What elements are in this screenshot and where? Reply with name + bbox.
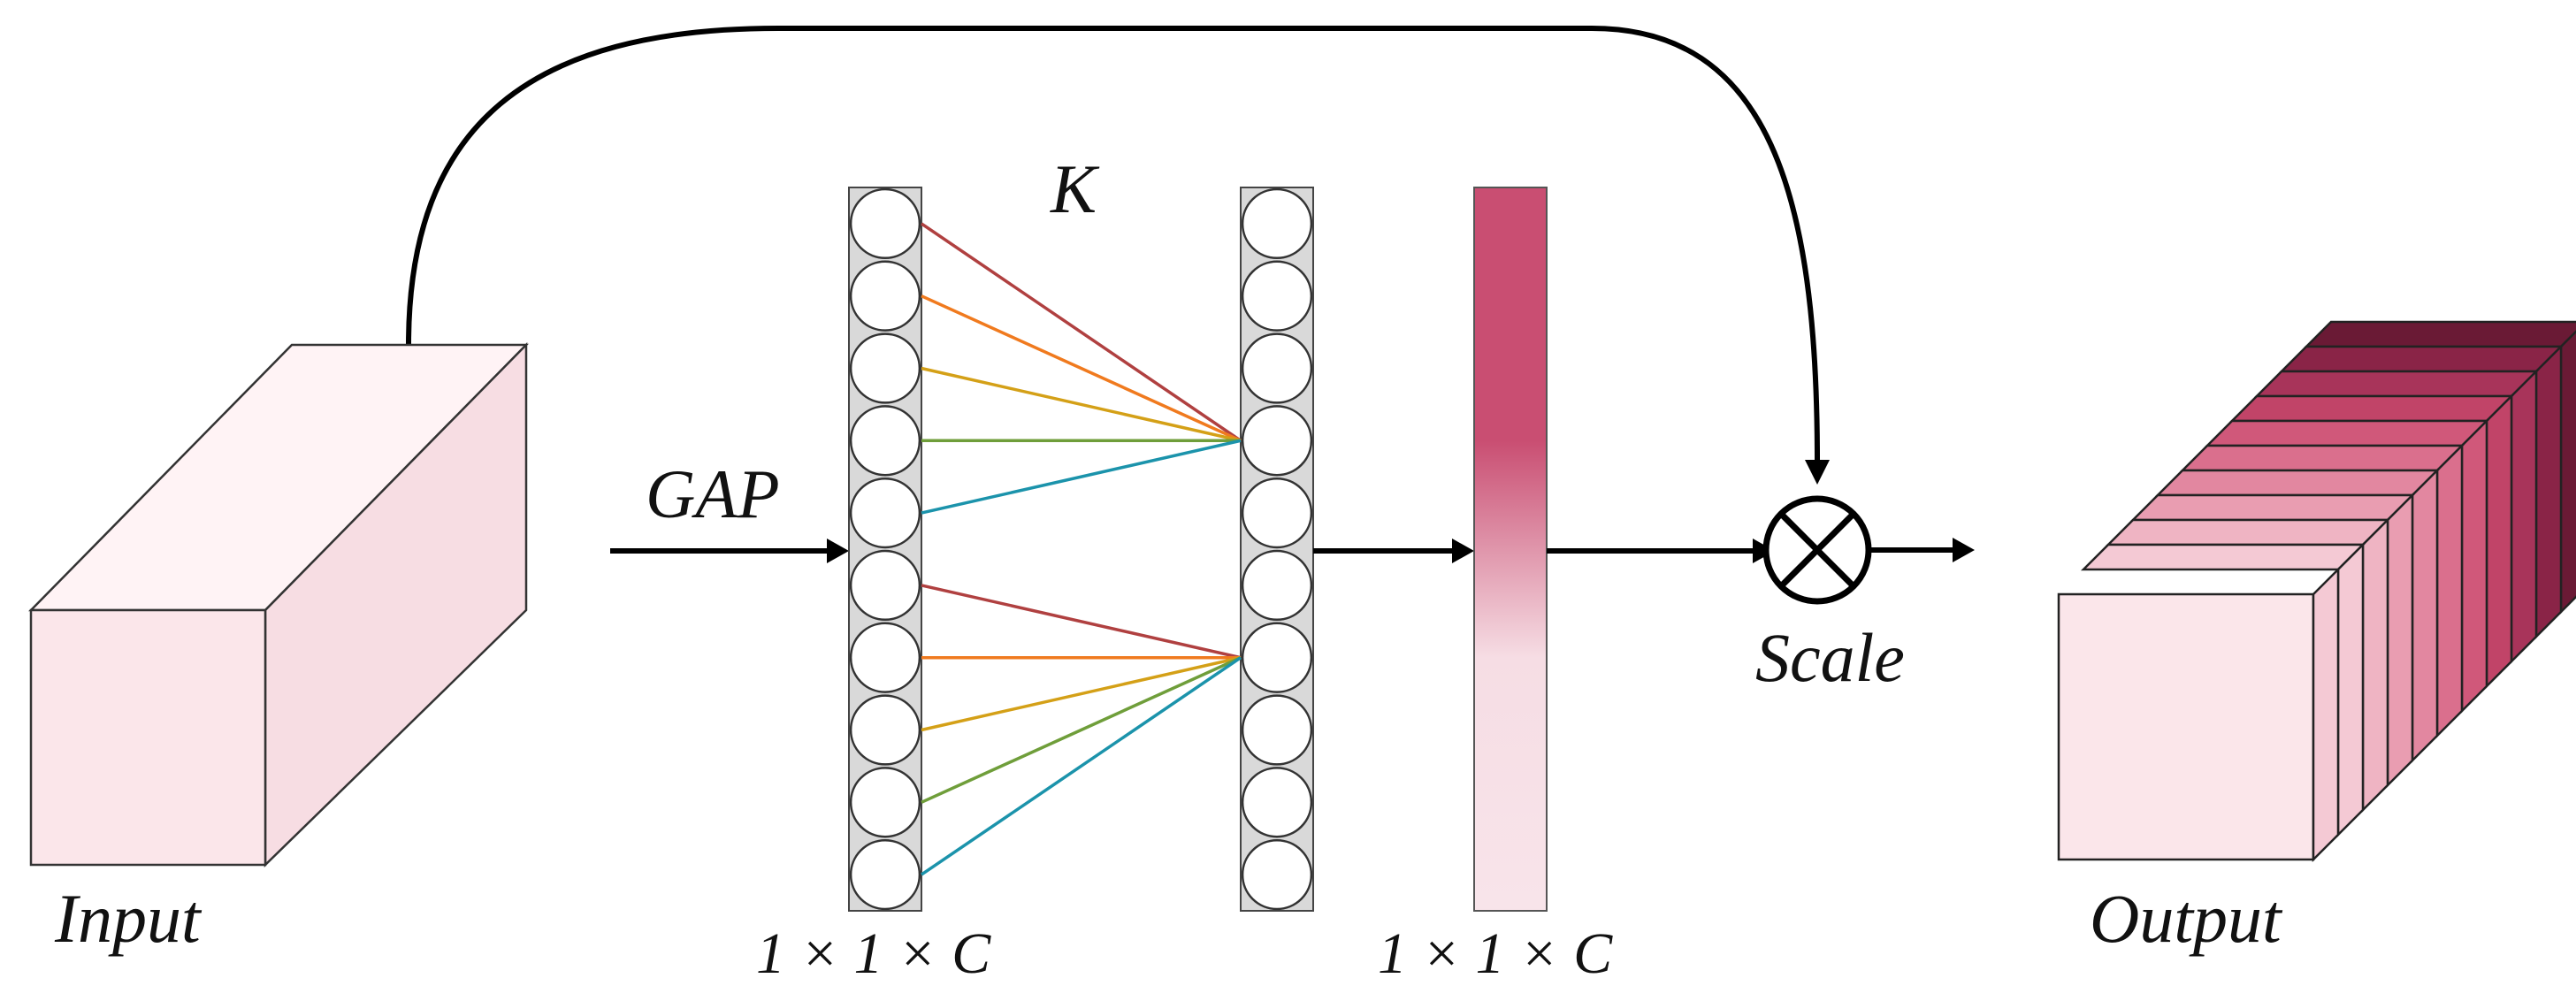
- kernel-connection-line: [921, 366, 1242, 443]
- left-node: [849, 694, 921, 766]
- output-slice-top: [2253, 370, 2540, 398]
- output-slice-top: [2080, 543, 2366, 571]
- kernel-label: K: [1050, 150, 1100, 227]
- left-node: [849, 477, 921, 549]
- right-node: [1241, 767, 1313, 838]
- output-slice-side: [2435, 442, 2464, 739]
- left-node: [849, 187, 921, 260]
- left-node-column: [848, 187, 922, 912]
- kernel-connection-line: [921, 656, 1242, 876]
- output-slice-side: [2312, 566, 2340, 863]
- right-node: [1241, 694, 1313, 766]
- right-node: [1241, 549, 1313, 622]
- output-slice-top: [2204, 419, 2490, 447]
- kernel-connections: [921, 222, 1242, 876]
- output-slice-side: [2510, 368, 2538, 665]
- right-node: [1241, 622, 1313, 693]
- input-label: Input: [54, 880, 203, 957]
- right-node-column: [1240, 187, 1314, 912]
- left-node: [849, 332, 921, 404]
- output-slice-side: [2361, 516, 2389, 814]
- output-front-face: [2057, 592, 2315, 861]
- right-node: [1241, 187, 1313, 260]
- kernel-connection-line: [921, 656, 1242, 804]
- arrow-right-icon: [1953, 538, 1975, 562]
- left-node: [849, 405, 921, 477]
- gap-arrowhead: [827, 539, 849, 563]
- input-front-face: [29, 608, 267, 867]
- output-slice-side: [2534, 343, 2563, 640]
- kernel-connection-line: [921, 294, 1242, 442]
- scale-label: Scale: [1755, 619, 1905, 696]
- output-slice-top: [2303, 320, 2576, 348]
- right-node: [1241, 260, 1313, 332]
- output-slice-side: [2411, 467, 2439, 764]
- output-slice-side: [2485, 393, 2513, 690]
- kernel-connection-line: [921, 584, 1242, 660]
- right-node: [1241, 332, 1313, 404]
- kernel-connection-line: [921, 222, 1242, 442]
- output-slice-side: [2336, 541, 2365, 838]
- output-slice-side: [2559, 330, 2576, 615]
- circle-times-icon: [1762, 495, 1872, 605]
- output-slice-top: [2154, 469, 2441, 497]
- output-slice-top: [2129, 493, 2416, 522]
- gap-label: GAP: [646, 455, 780, 532]
- output-label: Output: [2090, 880, 2283, 957]
- skip-connection: [406, 26, 1820, 461]
- right-node: [1241, 405, 1313, 477]
- right-dimension-label: 1 × 1 × C: [1378, 921, 1613, 986]
- right-node: [1241, 477, 1313, 549]
- left-node: [849, 260, 921, 332]
- attention-weight-bar: [1473, 187, 1548, 912]
- left-node: [849, 622, 921, 693]
- left-node: [849, 767, 921, 838]
- output-slice-top: [2105, 518, 2391, 546]
- kernel-connection-line: [921, 439, 1242, 515]
- output-slice-top: [2228, 394, 2515, 423]
- output-slice-top: [2278, 345, 2565, 373]
- fc-arrowhead: [1452, 539, 1474, 563]
- input-tensor: [28, 341, 529, 867]
- left-dimension-label: 1 × 1 × C: [756, 921, 991, 986]
- output-tensor: [2057, 320, 2576, 863]
- output-slice-side: [2460, 417, 2488, 714]
- left-node: [849, 549, 921, 622]
- output-slice-side: [2386, 492, 2414, 789]
- skip-arrowhead: [1805, 460, 1830, 485]
- output-slice-top: [2179, 444, 2465, 472]
- right-node: [1241, 838, 1313, 911]
- left-node: [849, 838, 921, 911]
- kernel-connection-line: [921, 655, 1242, 732]
